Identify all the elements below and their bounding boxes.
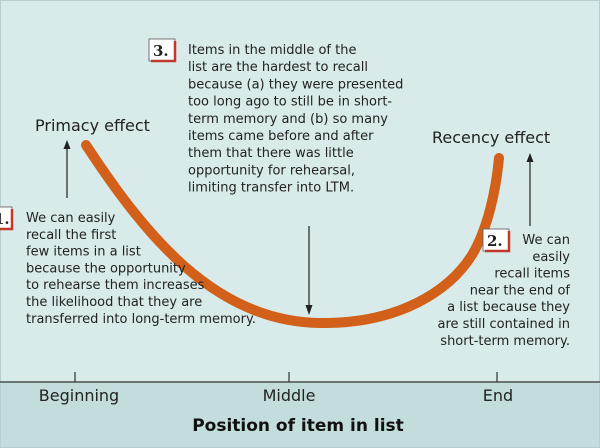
note-line: opportunity for rehearsal, [188, 163, 355, 178]
note-1-badge-accent [0, 209, 14, 231]
x-tick-label-end: End [483, 386, 513, 405]
note-line: too long ago to still be in short- [188, 95, 392, 110]
note-line: list are the hardest to recall [188, 60, 368, 75]
note-middle: 3. Items in the middle of the list are th… [148, 38, 403, 196]
note-3-text: Items in the middle of the list are the h… [188, 43, 403, 196]
note-line: term memory and (b) so many [188, 112, 388, 127]
note-line: easily [532, 250, 570, 265]
note-line: the likelihood that they are [26, 295, 202, 310]
note-3-badge-accent [151, 41, 177, 63]
recency-effect-label: Recency effect [432, 128, 550, 147]
note-line: limiting transfer into LTM. [188, 181, 354, 196]
note-line: a list because they [447, 300, 570, 315]
note-line: short-term memory. [440, 334, 570, 349]
note-line: few items in a list [26, 245, 141, 260]
note-line: recall the first [26, 228, 116, 243]
recency-arrow-head [526, 153, 534, 162]
note-3-number: 3. [153, 42, 169, 60]
primacy-effect-label: Primacy effect [35, 116, 150, 135]
note-line: because the opportunity [26, 261, 186, 276]
note-line: recall items [494, 267, 570, 282]
x-axis-title: Position of item in list [192, 416, 404, 436]
note-2-badge-accent [485, 231, 511, 253]
x-tick-label-middle: Middle [263, 386, 316, 405]
note-line: We can [522, 233, 570, 248]
middle-arrow-head [305, 305, 313, 315]
note-line: items came before and after [188, 129, 374, 144]
note-line: are still contained in [438, 317, 570, 332]
note-line: near the end of [470, 283, 571, 298]
note-line: We can easily [26, 211, 116, 226]
primacy-arrow-head [63, 140, 71, 149]
axis-background [0, 382, 600, 448]
note-beginning: 1. We can easily recall the first few item… [0, 206, 256, 327]
serial-position-curve [81, 140, 504, 329]
note-line: because (a) they were presented [188, 77, 403, 92]
note-1-number: 1. [0, 210, 10, 228]
note-line: them that there was little [188, 146, 354, 161]
note-1-text: We can easily recall the first few items i… [26, 211, 256, 327]
note-line: Items in the middle of the [188, 43, 356, 58]
note-2-number: 2. [487, 232, 503, 250]
x-tick-label-beginning: Beginning [39, 386, 119, 405]
note-line: transferred into long-term memory. [26, 312, 256, 327]
note-line: to rehearse them increases [26, 278, 205, 293]
